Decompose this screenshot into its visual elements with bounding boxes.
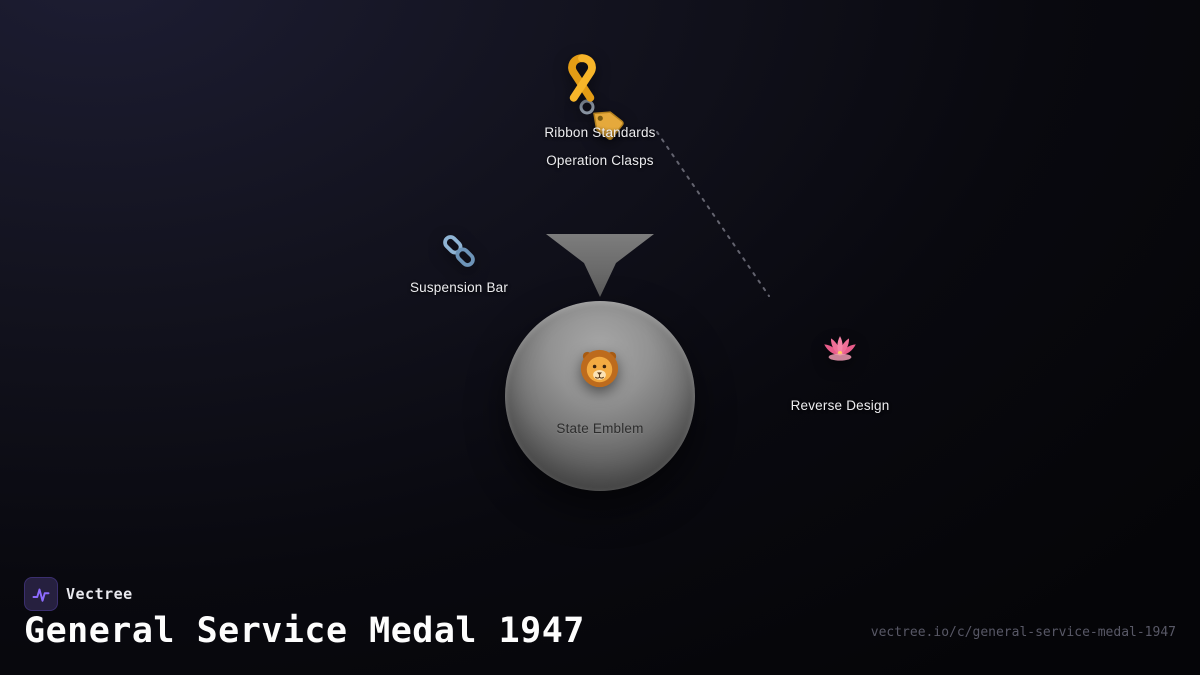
lion-face-icon (576, 345, 623, 392)
brand-name: Vectree (66, 585, 133, 603)
reverse-design-label: Reverse Design (790, 398, 890, 413)
state-emblem-label: State Emblem (556, 421, 644, 436)
vectree-logo (24, 577, 58, 611)
ribbon-standards-label: Ribbon Standards (544, 125, 656, 140)
suspension-bar-label: Suspension Bar (409, 280, 509, 295)
label-tag-icon (578, 88, 630, 140)
page-title: General Service Medal 1947 (24, 611, 585, 651)
page-url: vectree.io/c/general-service-medal-1947 (870, 625, 1176, 640)
link-icon (439, 231, 479, 271)
reminder-ribbon-icon (557, 53, 607, 103)
medal-disc (505, 301, 695, 491)
operation-clasps-label: Operation Clasps (546, 153, 654, 168)
vectree-logo-icon (32, 588, 50, 602)
lotus-icon (819, 330, 861, 372)
